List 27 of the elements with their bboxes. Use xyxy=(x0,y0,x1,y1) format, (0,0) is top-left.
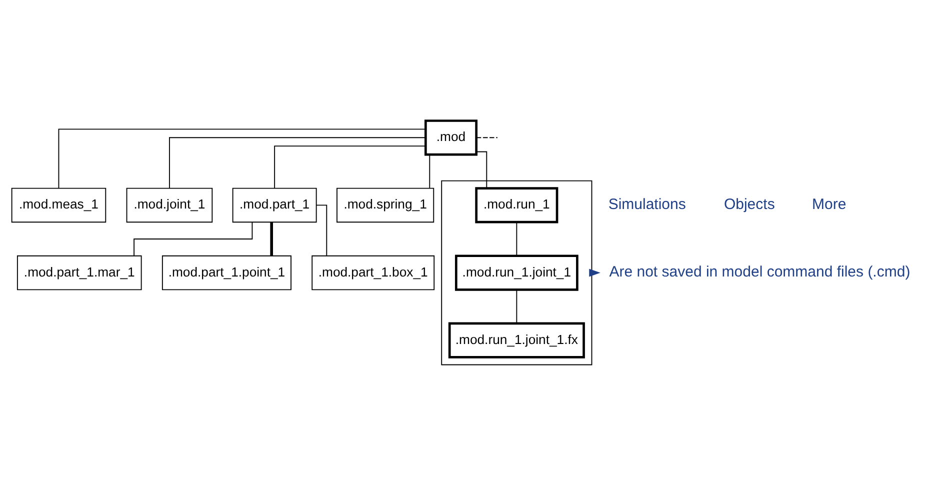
connector xyxy=(169,137,426,189)
cluster xyxy=(441,180,592,366)
node-box: .mod xyxy=(424,120,478,156)
node-box: .mod.meas_1 xyxy=(11,188,106,223)
connector xyxy=(270,222,273,256)
connector xyxy=(429,154,430,188)
connector xyxy=(134,222,253,256)
node-box: .mod.run_1.joint_1 xyxy=(454,254,578,291)
node-box: .mod.spring_1 xyxy=(336,188,434,223)
connector xyxy=(516,289,518,324)
connector xyxy=(516,222,518,256)
node-box: .mod.part_1 xyxy=(232,188,317,223)
node-box: .mod.part_1.point_1 xyxy=(162,255,292,290)
connector xyxy=(58,128,426,188)
label: Simulations xyxy=(608,196,686,213)
node-box: .mod.part_1.box_1 xyxy=(312,255,435,290)
node-box: .mod.joint_1 xyxy=(126,188,213,223)
connector xyxy=(316,204,328,256)
label: Objects xyxy=(724,196,775,213)
node-text: Are not saved in model command files (.cmd) xyxy=(609,263,910,280)
node-box: .mod.run_1.joint_1.fx xyxy=(448,322,585,358)
connector xyxy=(476,137,498,138)
label: More xyxy=(812,196,846,213)
node-box: .mod.part_1.mar_1 xyxy=(16,255,142,290)
connector xyxy=(274,146,426,189)
connector xyxy=(476,151,488,189)
node-box: .mod.run_1 xyxy=(475,187,558,224)
